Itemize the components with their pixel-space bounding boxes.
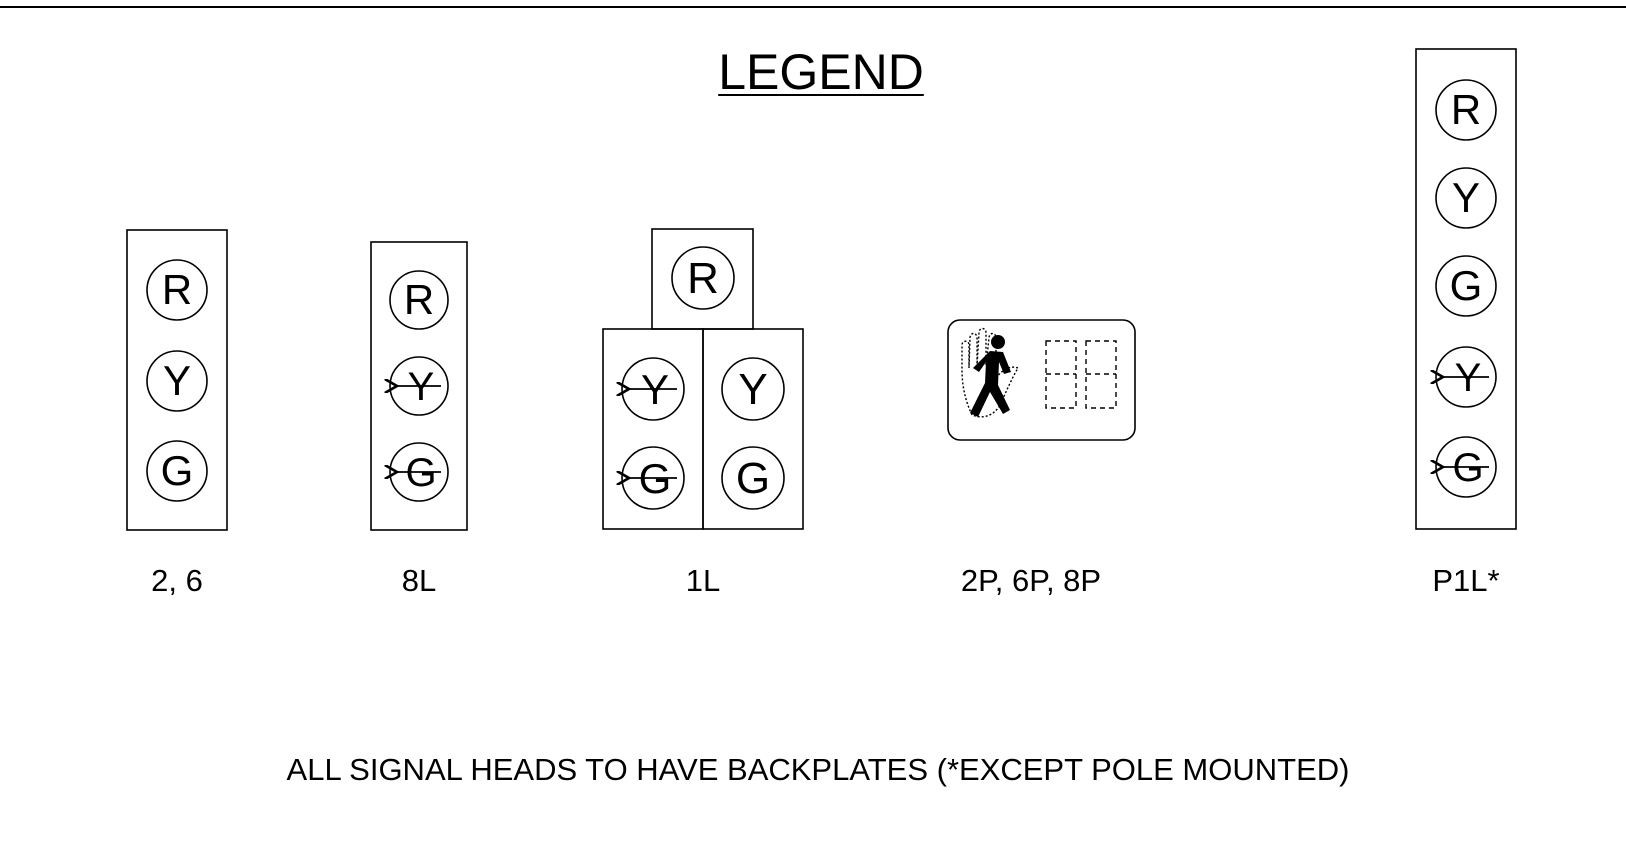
lens-yellow-arrow: Y <box>1436 346 1497 408</box>
backplate-note: ALL SIGNAL HEADS TO HAVE BACKPLATES (*EX… <box>286 752 1350 787</box>
signal-head-p1l: R Y G Y G <box>1415 48 1517 530</box>
svg-text:R: R <box>162 266 192 313</box>
svg-text:G: G <box>405 451 436 495</box>
pedestrian-signal <box>947 319 1136 441</box>
lens-green: G <box>146 440 208 502</box>
svg-text:R: R <box>687 254 719 303</box>
svg-text:Y: Y <box>163 357 191 404</box>
lens-red: R <box>389 270 449 330</box>
lens-yellow-arrow: Y <box>390 356 449 416</box>
signal-head-8l: R Y G <box>370 241 468 531</box>
lens-red: R <box>671 246 735 310</box>
svg-text:G: G <box>161 447 194 494</box>
signal-housing <box>1415 48 1517 530</box>
signal-head-1l: R Y G Y G <box>602 228 804 530</box>
lens-green-arrow: G <box>1436 436 1497 498</box>
lens-red: R <box>1435 79 1497 141</box>
svg-text:R: R <box>1451 86 1481 133</box>
countdown-display <box>1045 340 1117 409</box>
svg-text:G: G <box>736 454 770 503</box>
lens-yellow-arrow: Y <box>622 357 685 421</box>
svg-text:R: R <box>404 276 434 323</box>
lens-green-arrow: G <box>390 442 449 502</box>
svg-text:Y: Y <box>1455 356 1482 400</box>
legend-title: LEGEND <box>718 44 924 100</box>
lens-green: G <box>1435 255 1497 317</box>
svg-text:Y: Y <box>1452 174 1480 221</box>
lens-yellow: Y <box>146 350 208 412</box>
head-label-ped: 2P, 6P, 8P <box>960 563 1102 598</box>
signal-head-2-6: R Y G <box>126 229 228 531</box>
lens-yellow: Y <box>721 357 785 421</box>
lens-green-arrow: G <box>622 446 685 510</box>
svg-text:G: G <box>1450 262 1483 309</box>
ped-signal-housing <box>947 319 1136 441</box>
head-label-1l: 1L <box>685 563 721 598</box>
svg-text:G: G <box>1452 446 1483 490</box>
head-label-2-6: 2, 6 <box>151 563 203 598</box>
lens-green: G <box>721 446 785 510</box>
head-label-p1l: P1L* <box>1432 563 1500 598</box>
svg-text:Y: Y <box>738 365 767 414</box>
signal-housing <box>370 241 468 531</box>
lens-yellow: Y <box>1435 167 1497 229</box>
svg-text:Y: Y <box>408 365 435 409</box>
lens-red: R <box>146 259 208 321</box>
signal-housing <box>126 229 228 531</box>
walking-person-icon <box>970 335 1011 417</box>
head-label-8l: 8L <box>401 563 437 598</box>
signal-housing-right <box>702 328 804 530</box>
hand-icon <box>961 327 1020 418</box>
